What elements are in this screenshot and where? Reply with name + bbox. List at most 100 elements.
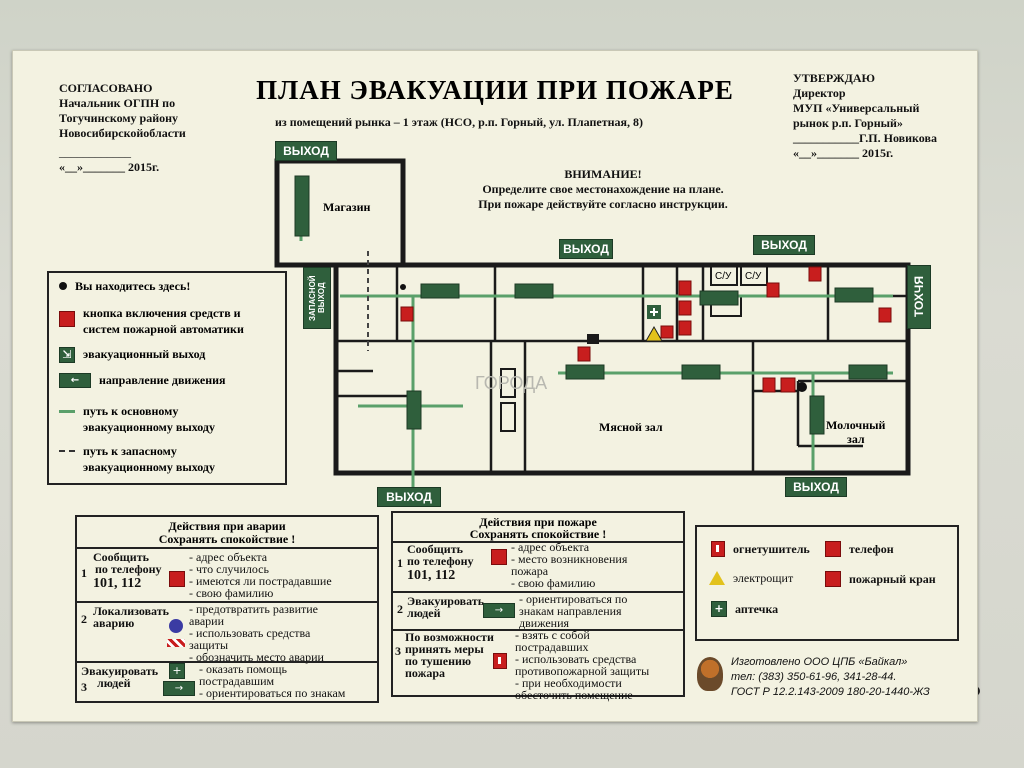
you-are-here-markers: [400, 284, 807, 392]
maker-line: тел: (383) 350-61-96, 341-28-44.: [731, 671, 897, 683]
accident-step2-list: - предотвратить развитие аварии - исполь…: [189, 603, 324, 663]
phone-icon: [169, 571, 185, 587]
step-label: Эвакуировать: [407, 594, 485, 608]
approved-line: Тогучинскому району: [59, 111, 179, 125]
confirm-line: МУП «Универсальный: [793, 101, 920, 115]
list-item: - адрес объекта: [189, 550, 268, 564]
legend-row-main-route: путь к основному эвакуационному выходу: [59, 403, 215, 435]
step-number: 1: [397, 556, 403, 570]
legend-label: направление движения: [99, 373, 226, 387]
symbol-row: телефон: [825, 541, 894, 557]
evac-arrow-icon: →: [163, 681, 195, 696]
symbol-label: пожарный кран: [849, 572, 936, 586]
maker-line: Изготовлено ООО ЦПБ «Байкал»: [731, 656, 908, 668]
exit-label: ВЫХОД: [283, 144, 329, 158]
first-aid-sign: [647, 305, 661, 319]
list-item: - имеются ли пострадавшие: [189, 574, 332, 588]
fire-subtitle: Сохранять спокойствие !: [469, 527, 607, 541]
approved-block: СОГЛАСОВАНО Начальник ОГПН по Тогучинско…: [59, 81, 186, 175]
legend-label: путь к основному: [83, 404, 179, 418]
route-line-icon: [59, 410, 75, 413]
symbol-label: телефон: [849, 542, 894, 556]
electric-panel-sign: [645, 325, 663, 342]
phone-icon: [825, 541, 841, 557]
dashed-line-icon: [59, 450, 75, 452]
exit-label: ТОХЧЯ: [912, 276, 926, 318]
fire-step1-list: - адрес объекта - место возникновения по…: [511, 541, 627, 589]
legend-label: эвакуационному выходу: [83, 420, 215, 434]
symbol-row: электрощит: [709, 571, 793, 585]
legend-row-evac-exit: ⇲ эвакуационный выход: [59, 347, 205, 363]
hydrants: [660, 325, 796, 393]
list-item: - ориентироваться по: [519, 592, 628, 606]
accident-subtitle: Сохранять спокойствие !: [158, 532, 296, 546]
exit-sign-bottom-left: ВЫХОД: [377, 487, 441, 507]
room-milk-hall-label: Молочный: [826, 418, 885, 432]
approved-line: Начальник ОГПН по: [59, 96, 176, 110]
fire-title: Действия при пожаре: [479, 515, 597, 529]
step-label: по телефону: [407, 554, 474, 568]
legend-row-here: Вы находитесь здесь!: [59, 279, 190, 294]
barrier-tape-icon: [167, 639, 185, 647]
legend-label: Вы находитесь здесь!: [75, 279, 191, 293]
first-aid-icon: +: [711, 601, 727, 617]
emergency-phones: 101, 112: [407, 568, 456, 583]
list-item: пожара: [511, 564, 549, 578]
confirm-heading: УТВЕРЖДАЮ: [793, 71, 876, 85]
exit-label: ВЫХОД: [563, 242, 609, 256]
list-item: обесточить помещение: [515, 688, 633, 702]
confirm-line: Директор: [793, 86, 846, 100]
list-item: - обозначить место аварии: [189, 650, 324, 664]
legend-label: кнопка включения средств и: [83, 306, 241, 320]
spare-exit-label: ЗАПАСНОЙ ВЫХОД: [308, 275, 326, 321]
first-aid-icon: +: [169, 663, 185, 679]
list-item: - предотвратить развитие: [189, 602, 318, 616]
symbol-row: огнетушитель: [711, 541, 810, 557]
exit-label: ВЫХОД: [386, 490, 432, 504]
symbols-box: огнетушитель телефон электрощит пожарный…: [695, 525, 959, 641]
dot-icon: [59, 282, 67, 290]
evac-arrows: [294, 175, 888, 435]
maker-info: Изготовлено ООО ЦПБ «Байкал» тел: (383) …: [731, 655, 930, 700]
spare-exit-sign: ЗАПАСНОЙ ВЫХОД: [303, 267, 331, 329]
list-item: - свою фамилию: [511, 576, 596, 590]
list-item: - оказать помощь: [199, 662, 287, 676]
step-label: Локализовать: [93, 604, 169, 618]
fire-step2-list: - ориентироваться по знакам направления …: [519, 593, 627, 629]
step-number: 3: [81, 680, 87, 694]
approved-date: «__»_______ 2015г.: [59, 160, 160, 174]
legend-label: путь к запасному: [83, 444, 177, 458]
page-title: ПЛАН ЭВАКУАЦИИ ПРИ ПОЖАРЕ: [256, 75, 734, 105]
evacuation-plan-plaque: СОГЛАСОВАНО Начальник ОГПН по Тогучинско…: [12, 50, 978, 722]
step-label: По возможности: [405, 630, 494, 644]
step-label: людей: [407, 606, 441, 620]
accident-actions-box: Действия при аварии Сохранять спокойстви…: [75, 515, 379, 703]
room-meat-hall-label: Мясной зал: [599, 420, 663, 434]
attention-line: Определите свое местонахождение на плане…: [482, 182, 724, 196]
evac-arrow-icon: →: [483, 603, 515, 618]
accident-step3: Эвакуировать 3 людей: [81, 665, 158, 693]
step-label: аварию: [93, 616, 135, 630]
wc-label: С/У: [715, 271, 732, 282]
list-item: - адрес объекта: [511, 540, 590, 554]
list-item: защиты: [189, 638, 229, 652]
fire-step1: Сообщить 1 по телефону 101, 112: [397, 543, 474, 583]
fire-extinguishers: [400, 266, 892, 393]
step-label: по тушению: [405, 654, 472, 668]
step-label: пожара: [405, 666, 445, 680]
phone-icon: [491, 549, 507, 565]
main-route: [299, 176, 893, 491]
step-label: Сообщить: [93, 550, 149, 564]
exit-sign-right: ТОХЧЯ: [907, 265, 931, 329]
exit-label: ВЫХОД: [793, 480, 839, 494]
list-item: - взять с собой: [515, 628, 590, 642]
room-shop-label: Магазин: [323, 200, 371, 214]
electric-panel-icon: [709, 571, 725, 585]
list-item: пострадавших: [515, 640, 589, 654]
fire-extinguisher-icon: [711, 541, 725, 557]
step-number: 2: [397, 602, 403, 616]
attention-line: При пожаре действуйте согласно инструкци…: [478, 197, 728, 211]
